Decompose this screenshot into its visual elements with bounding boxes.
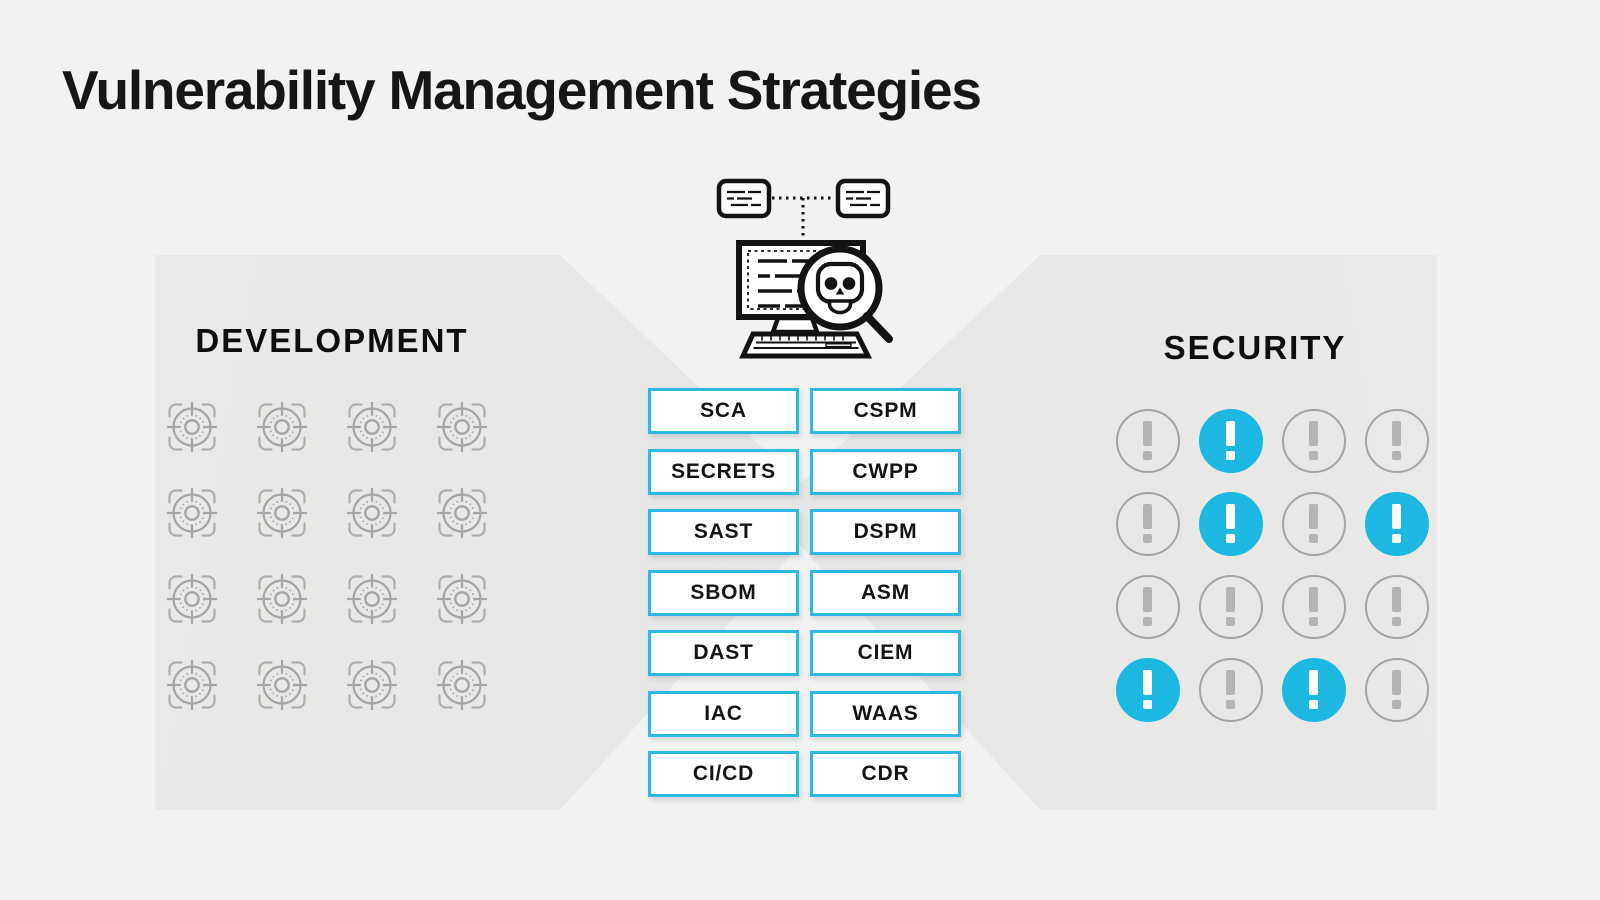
security-label: SECURITY bbox=[1163, 329, 1347, 366]
exclamation-alert-icon bbox=[1115, 491, 1180, 556]
file-card-icon bbox=[716, 178, 772, 219]
exclamation-alert-icon-active bbox=[1198, 491, 1263, 556]
exclamation-alert-icon bbox=[1364, 574, 1429, 639]
target-crosshair-icon bbox=[237, 384, 327, 470]
strategy-box-cicd: CI/CD bbox=[648, 751, 799, 797]
strategy-box-asm: ASM bbox=[810, 569, 961, 616]
keyboard-icon bbox=[739, 331, 873, 359]
exclamation-alert-icon bbox=[1364, 408, 1429, 473]
exclamation-alert-icon-active bbox=[1115, 657, 1180, 722]
exclamation-alert-icon bbox=[1281, 491, 1346, 556]
target-crosshair-icon bbox=[327, 384, 417, 470]
file-card-icon bbox=[835, 178, 891, 219]
strategy-column-right: CSPM CWPP DSPM ASM CIEM WAAS CDR bbox=[810, 388, 961, 812]
target-crosshair-icon bbox=[147, 470, 237, 556]
target-crosshair-icon bbox=[327, 556, 417, 642]
exclamation-alert-icon bbox=[1198, 657, 1263, 722]
target-crosshair-icon bbox=[327, 642, 417, 728]
magnifier-skull-icon bbox=[797, 245, 893, 343]
target-crosshair-icon bbox=[417, 470, 507, 556]
exclamation-alert-icon-active bbox=[1281, 657, 1346, 722]
target-crosshair-icon bbox=[147, 556, 237, 642]
strategy-box-ciem: CIEM bbox=[810, 630, 961, 676]
exclamation-alert-icon bbox=[1364, 657, 1429, 722]
strategy-box-sast: SAST bbox=[648, 509, 799, 555]
development-label: DEVELOPMENT bbox=[195, 322, 469, 359]
target-crosshair-icon bbox=[417, 642, 507, 728]
development-target-grid bbox=[147, 384, 507, 728]
strategy-box-sbom: SBOM bbox=[648, 569, 799, 616]
page-title: Vulnerability Management Strategies bbox=[62, 59, 982, 121]
security-alert-grid bbox=[1106, 399, 1438, 731]
exclamation-alert-icon-active bbox=[1364, 491, 1429, 556]
exclamation-alert-icon bbox=[1281, 408, 1346, 473]
strategy-box-sca: SCA bbox=[648, 388, 799, 434]
strategy-box-waas: WAAS bbox=[810, 690, 961, 737]
target-crosshair-icon bbox=[237, 556, 327, 642]
target-crosshair-icon bbox=[147, 384, 237, 470]
strategy-box-cdr: CDR bbox=[810, 751, 961, 797]
exclamation-alert-icon bbox=[1115, 574, 1180, 639]
target-crosshair-icon bbox=[147, 642, 237, 728]
target-crosshair-icon bbox=[417, 384, 507, 470]
strategy-box-secrets: SECRETS bbox=[648, 448, 799, 495]
exclamation-alert-icon bbox=[1198, 574, 1263, 639]
target-crosshair-icon bbox=[237, 470, 327, 556]
target-crosshair-icon bbox=[237, 642, 327, 728]
strategy-box-cspm: CSPM bbox=[810, 388, 961, 434]
strategy-box-columns: SCA SECRETS SAST SBOM DAST IAC CI/CD CSPM CWPP D… bbox=[648, 388, 961, 812]
target-crosshair-icon bbox=[327, 470, 417, 556]
malware-scan-computer-icon bbox=[716, 178, 893, 359]
strategy-box-iac: IAC bbox=[648, 690, 799, 737]
strategy-box-dspm: DSPM bbox=[810, 509, 961, 555]
exclamation-alert-icon-active bbox=[1198, 408, 1263, 473]
exclamation-alert-icon bbox=[1115, 408, 1180, 473]
strategy-box-cwpp: CWPP bbox=[810, 448, 961, 495]
exclamation-alert-icon bbox=[1281, 574, 1346, 639]
target-crosshair-icon bbox=[417, 556, 507, 642]
strategy-column-left: SCA SECRETS SAST SBOM DAST IAC CI/CD bbox=[648, 388, 799, 812]
strategy-box-dast: DAST bbox=[648, 630, 799, 676]
